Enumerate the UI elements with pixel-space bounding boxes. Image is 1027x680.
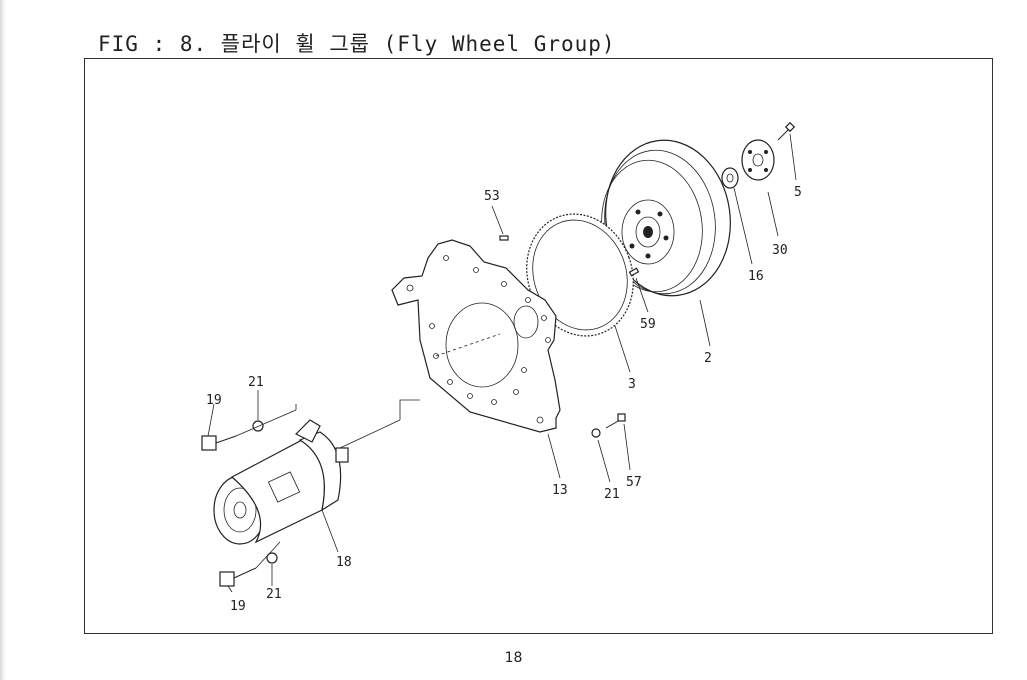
- bolt-57-part: [605, 413, 626, 429]
- bolt-part: [777, 121, 796, 141]
- drawing-frame: [84, 58, 993, 634]
- page-number: 18: [504, 650, 523, 666]
- callout-21-lower: 21: [266, 587, 282, 602]
- dowel-pin-59: [628, 267, 640, 277]
- flywheel-part: [601, 139, 731, 297]
- bushing-plate-part: [741, 139, 775, 181]
- leader-lines: [207, 133, 797, 593]
- figure-title: FIG : 8. 플라이 휠 그룹 (Fly Wheel Group): [98, 32, 616, 56]
- callout-2: 2: [704, 351, 712, 366]
- callout-57: 57: [626, 475, 642, 490]
- callout-3: 3: [628, 377, 636, 392]
- assembly-lines: [235, 333, 501, 569]
- callout-19-upper: 19: [206, 393, 222, 408]
- callout-5: 5: [794, 185, 802, 200]
- callout-18: 18: [336, 555, 352, 570]
- washer-21-lower: [266, 552, 278, 564]
- bolt-19-lower: [219, 567, 257, 587]
- scan-edge: [0, 0, 6, 680]
- dowel-pin-53: [499, 235, 509, 241]
- washer-21-plate: [591, 428, 601, 438]
- callout-53: 53: [484, 189, 500, 204]
- starter-motor-part: [213, 419, 349, 545]
- adapter-plate-part: [391, 239, 561, 433]
- callout-30: 30: [772, 243, 788, 258]
- callout-19-lower: 19: [230, 599, 246, 614]
- callout-13: 13: [552, 483, 568, 498]
- callout-16: 16: [748, 269, 764, 284]
- callout-21-upper: 21: [248, 375, 264, 390]
- bearing-part: [721, 167, 739, 189]
- bolt-19-upper: [201, 435, 237, 451]
- callout-21-plate: 21: [604, 487, 620, 502]
- callout-59: 59: [640, 317, 656, 332]
- washer-21-upper: [252, 420, 264, 432]
